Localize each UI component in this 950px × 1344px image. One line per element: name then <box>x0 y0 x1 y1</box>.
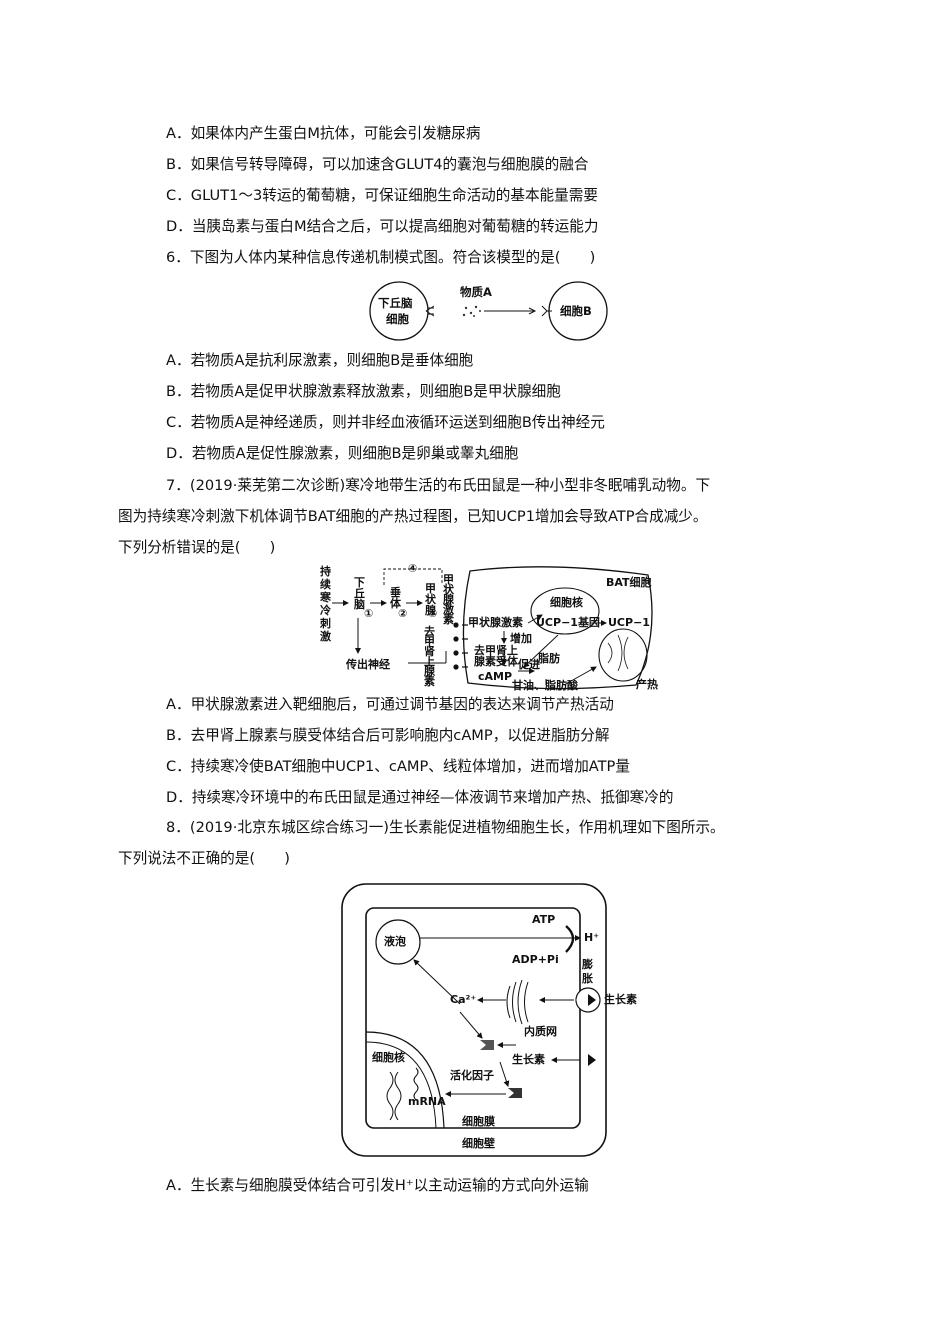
q8-stem-line1: 8．(2019·北京东城区综合练习一)生长素能促进植物细胞生长，作用机理如下图所… <box>166 819 725 836</box>
q6-cell-b-label: 细胞B <box>560 304 592 318</box>
q7-stem-line1: 7．(2019·莱芜第二次诊断)寒冷地带生活的布氏田鼠是一种小型非冬眠哺乳动物。… <box>166 477 711 494</box>
q7-option-c: C．持续寒冷使BAT细胞中UCP1、cAMP、线粒体增加，进而增加ATP量 <box>166 758 630 775</box>
q8-diagram-svg <box>341 883 607 1157</box>
q7-fat-label: 脂肪 <box>538 652 560 665</box>
q7-ucp1-label: UCP−1 <box>608 616 650 629</box>
q8-stem-line2: 下列说法不正确的是( ) <box>118 850 290 867</box>
q8-er-label: 内质网 <box>524 1025 557 1038</box>
q8-activator-label: 活化因子 <box>450 1069 494 1082</box>
q7-hormone-label: 甲状腺激素 <box>443 573 454 626</box>
q8-membrane-label: 细胞膜 <box>462 1115 495 1128</box>
q5-option-a: A．如果体内产生蛋白M抗体，可能会引发糖尿病 <box>166 125 481 142</box>
q8-auxin-right-label: 生长素 <box>604 993 637 1006</box>
q6-option-a: A．若物质A是抗利尿激素，则细胞B是垂体细胞 <box>166 352 474 369</box>
q5-option-b: B．如果信号转导障碍，可以加速含GLUT4的囊泡与细胞膜的融合 <box>166 156 589 173</box>
q6-option-c: C．若物质A是神经递质，则并非经血液循环运送到细胞B传出神经元 <box>166 414 605 431</box>
q7-circle-3: ③ <box>428 607 438 620</box>
q6-stem: 6．下图为人体内某种信息传递机制模式图。符合该模型的是( ) <box>166 249 596 266</box>
q8-h-label: H⁺ <box>584 931 600 944</box>
q7-nucleus-label: 细胞核 <box>550 596 583 609</box>
q7-option-d: D．持续寒冷环境中的布氏田鼠是通过神经—体液调节来增加产热、抵御寒冷的 <box>166 789 674 806</box>
q7-efferent-label: 传出神经 <box>346 658 390 671</box>
q8-swell-label: 膨胀 <box>582 958 593 985</box>
q7-circle-1: ① <box>364 607 374 620</box>
q7-bat-label: BAT细胞 <box>606 576 652 589</box>
q6-option-b: B．若物质A是促甲状腺激素释放激素，则细胞B是甲状腺细胞 <box>166 383 561 400</box>
q8-ca-label: Ca²⁺ <box>450 993 477 1006</box>
q6-substance-label: 物质A <box>460 285 492 299</box>
q6-hypothalamus-label-2: 细胞 <box>386 312 409 326</box>
q8-atp-label: ATP <box>532 913 556 926</box>
q8-vacuole-label: 液泡 <box>384 935 406 948</box>
q7-stem-line2: 图为持续寒冷刺激下机体调节BAT细胞的产热过程图，已知UCP1增加会导致ATP合… <box>118 508 708 525</box>
q6-figure: 下丘脑 细胞 物质A 细胞B <box>366 280 616 342</box>
q7-option-b: B．去甲肾上腺素与膜受体结合后可影响胞内cAMP，以促进脂肪分解 <box>166 727 610 744</box>
q7-thyroid-label: 甲状腺 <box>425 582 436 617</box>
q7-figure: 持续寒冷刺激 下丘脑 垂体 甲状腺 甲状腺激素 ① ② ③ ④ 传出神经 去甲肾… <box>318 563 660 693</box>
q7-camp-label: cAMP <box>478 670 513 683</box>
q7-glycerol-label: 甘油、脂肪酸 <box>512 679 578 692</box>
q6-diagram-svg <box>369 281 608 341</box>
q7-noradrenaline-label: 去甲肾上腺素 <box>424 625 435 688</box>
q7-increase-label: 增加 <box>510 632 532 645</box>
q8-adp-label: ADP+Pi <box>512 953 559 966</box>
q7-promote-label: 促进 <box>518 658 540 671</box>
q7-pituitary-label: 垂体 <box>390 586 401 610</box>
q7-stimulus-label: 持续寒冷刺激 <box>320 565 331 643</box>
q8-figure: 液泡 ATP H⁺ ADP+Pi 膨胀 Ca²⁺ 生长素 内质网 生长素 细胞核… <box>340 882 637 1160</box>
q8-mrna-label: mRNA <box>408 1095 446 1108</box>
q7-ucp-gene-label: UCP−1基因 <box>536 616 600 629</box>
q7-diagram-svg <box>332 566 653 690</box>
q8-wall-label: 细胞壁 <box>462 1137 495 1150</box>
q5-option-d: D．当胰岛素与蛋白M结合之后，可以提高细胞对葡萄糖的转运能力 <box>166 218 599 235</box>
q7-circle-4: ④ <box>408 562 418 575</box>
q8-auxin-mid-label: 生长素 <box>512 1053 545 1066</box>
q6-option-d: D．若物质A是促性腺激素，则细胞B是卵巢或睾丸细胞 <box>166 445 519 462</box>
q7-stem-line3: 下列分析错误的是( ) <box>118 539 276 556</box>
q8-nucleus-label: 细胞核 <box>372 1051 405 1064</box>
q7-heat-label: 产热 <box>636 678 658 691</box>
q7-option-a: A．甲状腺激素进入靶细胞后，可通过调节基因的表达来调节产热活动 <box>166 696 614 713</box>
q7-hypothalamus-label: 下丘脑 <box>354 576 365 611</box>
q6-hypothalamus-label-1: 下丘脑 <box>378 296 413 310</box>
q8-option-a: A．生长素与细胞膜受体结合可引发H⁺以主动运输的方式向外运输 <box>166 1177 589 1194</box>
q7-circle-2: ② <box>398 607 408 620</box>
q7-th-label: 甲状腺激素 <box>468 616 523 629</box>
q7-receptor-label: 去甲肾上腺素受体 <box>474 644 518 668</box>
q5-option-c: C．GLUT1～3转运的葡萄糖，可保证细胞生命活动的基本能量需要 <box>166 187 598 204</box>
